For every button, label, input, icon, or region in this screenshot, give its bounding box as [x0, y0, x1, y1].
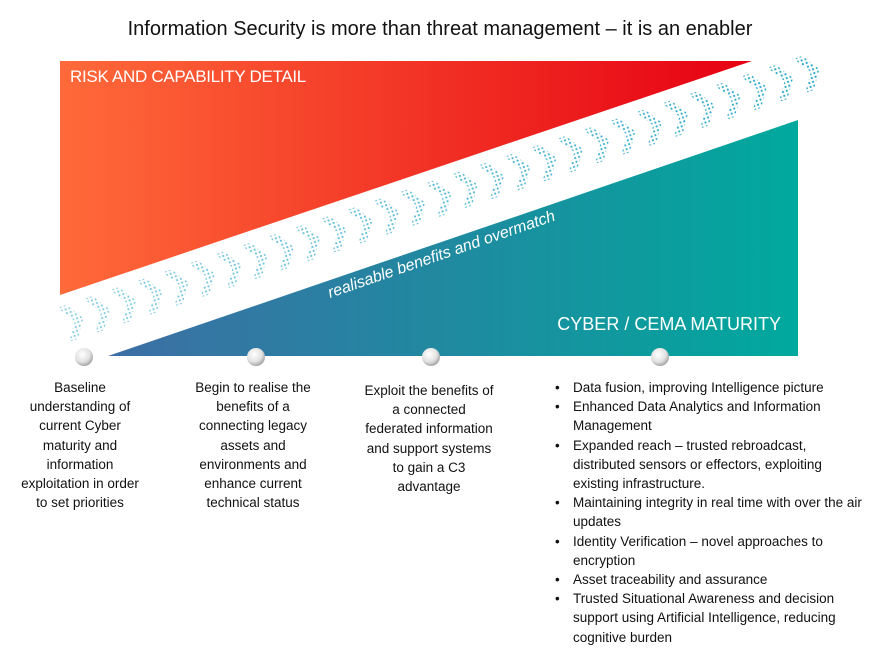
risk-capability-label: RISK AND CAPABILITY DETAIL [70, 67, 306, 86]
chevron-mark [110, 287, 136, 325]
chevron-mark [57, 304, 84, 342]
risk-capability-band [60, 61, 752, 295]
chevron-mark [767, 64, 794, 102]
page-title: Information Security is more than threat… [127, 18, 753, 40]
chevron-mark [741, 73, 767, 111]
chevron-mark [373, 198, 399, 236]
chevron-mark [636, 109, 662, 147]
stage-markers [75, 348, 669, 366]
cyber-maturity-label: CYBER / CEMA MATURITY [557, 314, 781, 334]
chevron-mark [609, 118, 636, 156]
chevron-mark [162, 269, 189, 307]
list-item: Maintaining integrity in real time with … [552, 493, 870, 531]
stage-3-marker [422, 348, 440, 366]
chevron-mark [268, 233, 294, 271]
chevron-mark [557, 135, 583, 173]
chevron-mark [136, 278, 163, 316]
chevron-mark [215, 251, 242, 289]
chevron-mark [452, 171, 478, 209]
chevron-mark [425, 180, 452, 218]
chevron-mark [399, 189, 426, 227]
chevron-mark [714, 82, 741, 120]
chevron-mark [688, 91, 715, 129]
stage-4-benefits-list: Data fusion, improving Intelligence pict… [552, 378, 870, 647]
stage-4-marker [651, 348, 669, 366]
chevron-arrow-track [57, 55, 820, 342]
chevron-mark [346, 207, 373, 245]
chevron-mark [662, 100, 688, 138]
list-item: Asset traceability and assurance [552, 570, 870, 589]
list-item: Enhanced Data Analytics and Information … [552, 397, 870, 435]
chevron-mark [530, 144, 557, 182]
list-item: Identity Verification – novel approaches… [552, 532, 870, 570]
chevron-mark [189, 260, 215, 298]
list-item: Trusted Situational Awareness and decisi… [552, 589, 870, 647]
chevron-mark [84, 296, 110, 334]
stage-1-description: Baseline understanding of current Cyber … [21, 380, 139, 511]
chevron-mark [478, 162, 504, 200]
list-item: Expanded reach – trusted rebroadcast, di… [552, 436, 870, 494]
chevron-mark [793, 55, 820, 93]
chevron-mark [294, 224, 320, 262]
chevron-mark [504, 153, 531, 191]
stage-2-marker [247, 348, 265, 366]
cyber-maturity-band [108, 120, 798, 356]
stage-3-description: Exploit the benefits of a connected fede… [364, 383, 494, 495]
stage-2-description: Begin to realise the benefits of a conne… [195, 380, 311, 511]
chevron-mark [583, 127, 610, 165]
stage-1-marker [75, 348, 93, 366]
list-item: Data fusion, improving Intelligence pict… [552, 378, 870, 397]
chevron-mark [241, 242, 268, 280]
chevron-mark [320, 216, 347, 254]
